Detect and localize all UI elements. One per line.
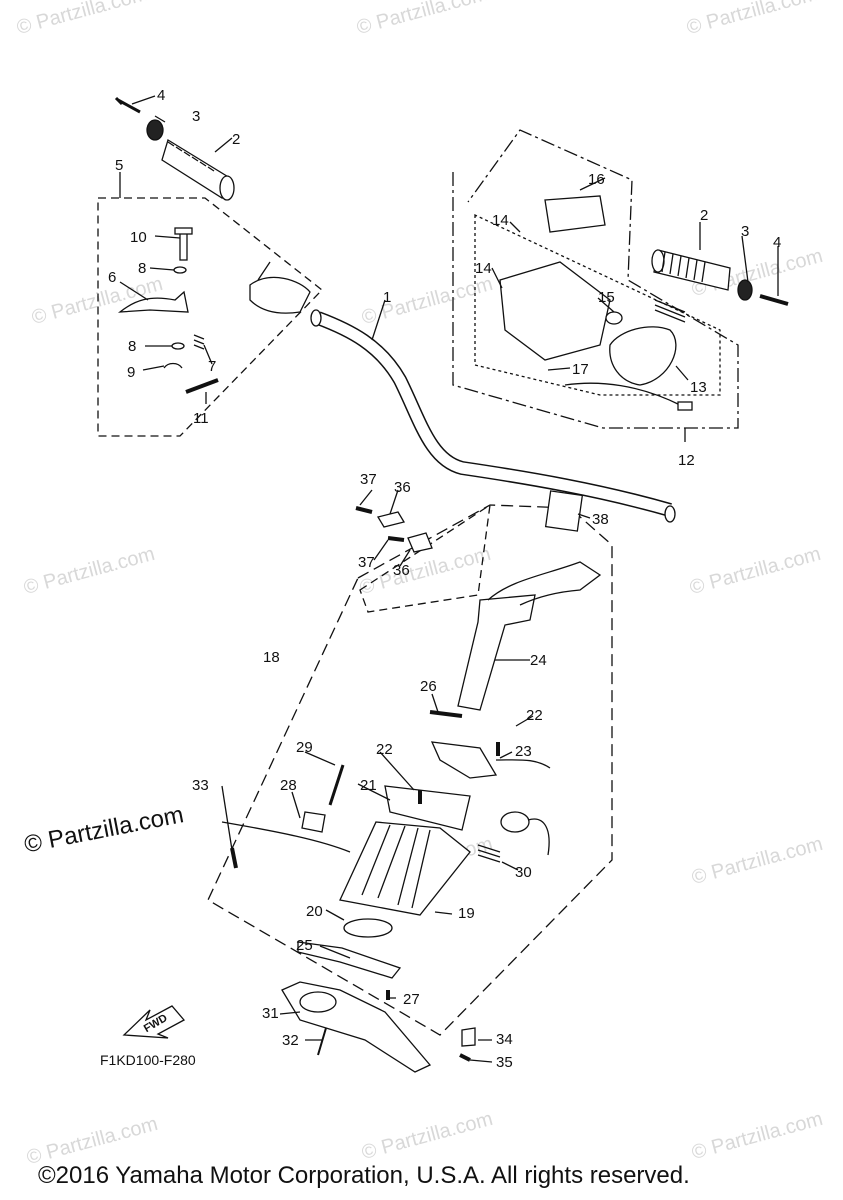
- callout-31: 31: [262, 1005, 279, 1022]
- callout-17: 17: [572, 361, 589, 378]
- callout-2: 2: [232, 131, 240, 148]
- callout-22: 22: [376, 741, 393, 758]
- cover-19: [339, 821, 471, 916]
- callout-7: 7: [208, 358, 216, 375]
- callout-14: 14: [492, 212, 509, 229]
- callout-37: 37: [360, 471, 377, 488]
- callout-38: 38: [592, 511, 609, 528]
- fwd-arrow: [122, 1005, 186, 1039]
- callout-20: 20: [306, 903, 323, 920]
- callout-36: 36: [394, 479, 411, 496]
- bolt-37a: [355, 506, 373, 514]
- callout-30: 30: [515, 864, 532, 881]
- right-end-cap: [737, 279, 753, 301]
- drawing-code: F1KD100-F280: [100, 1052, 196, 1068]
- bolt-26: [429, 710, 463, 718]
- callout-12: 12: [678, 452, 695, 469]
- left-end-cap: [146, 119, 164, 141]
- assembly-36-37-box: [359, 503, 491, 613]
- callout-29: 29: [296, 739, 313, 756]
- callout-3: 3: [741, 223, 749, 240]
- callout-21: 21: [360, 777, 377, 794]
- callout-23: 23: [515, 743, 532, 760]
- callout-14: 14: [475, 260, 492, 277]
- callout-13: 13: [690, 379, 707, 396]
- callout-32: 32: [282, 1032, 299, 1049]
- callout-2: 2: [700, 207, 708, 224]
- washer-8b: [171, 342, 185, 350]
- clamp-36a: [376, 511, 406, 528]
- screw-35: [459, 1053, 471, 1062]
- callout-5: 5: [115, 157, 123, 174]
- callout-1: 1: [383, 289, 391, 306]
- callout-9: 9: [127, 364, 135, 381]
- plate-21: [384, 785, 471, 831]
- plate-25: [297, 941, 402, 979]
- callout-34: 34: [496, 1031, 513, 1048]
- callout-11: 11: [193, 410, 209, 427]
- callout-27: 27: [403, 991, 420, 1008]
- callout-6: 6: [108, 269, 116, 286]
- screw-32: [317, 1027, 327, 1056]
- callout-15: 15: [598, 289, 615, 306]
- steering-column-24: [457, 594, 536, 711]
- spring-7: [193, 334, 205, 350]
- callout-25: 25: [296, 937, 313, 954]
- part-15: [605, 311, 623, 325]
- assembly-5-box: [97, 197, 323, 437]
- callout-28: 28: [280, 777, 297, 794]
- callout-37: 37: [358, 554, 375, 571]
- callout-35: 35: [496, 1054, 513, 1071]
- callout-26: 26: [420, 678, 437, 695]
- callout-3: 3: [192, 108, 200, 125]
- callout-33: 33: [192, 777, 209, 794]
- switch-23: [430, 741, 498, 779]
- bolt-11: [185, 378, 219, 394]
- callout-4: 4: [157, 87, 165, 104]
- assembly-12-inner: [474, 213, 721, 396]
- callout-36: 36: [393, 562, 410, 579]
- plate-31: [281, 981, 432, 1073]
- tie-29: [328, 764, 345, 806]
- clip-9: [163, 362, 183, 369]
- callout-24: 24: [530, 652, 547, 669]
- label-28: [301, 811, 326, 833]
- collar-38: [544, 490, 584, 532]
- throttle-lever-13: [609, 326, 677, 386]
- bolt-37b: [387, 536, 405, 542]
- callout-22: 22: [526, 707, 543, 724]
- right-grip: [651, 249, 731, 291]
- part-30: [500, 811, 530, 833]
- callout-8: 8: [138, 260, 146, 277]
- bolt-33: [230, 847, 238, 869]
- callout-4: 4: [773, 234, 781, 251]
- left-holder: [249, 276, 311, 314]
- switch-body-upper: [544, 195, 606, 233]
- clamp-36b: [407, 532, 433, 553]
- left-end-bolt: [114, 96, 141, 114]
- switch-housing: [499, 261, 611, 361]
- callout-18: 18: [263, 649, 280, 666]
- callout-16: 16: [588, 171, 605, 188]
- spring-30: [477, 844, 501, 863]
- callout-8: 8: [128, 338, 136, 355]
- assembly-12-box: [452, 129, 739, 429]
- assembly-18-box: [207, 504, 613, 1036]
- callout-19: 19: [458, 905, 475, 922]
- lever-6: [117, 290, 189, 313]
- clip-34: [461, 1027, 476, 1047]
- callout-10: 10: [130, 229, 147, 246]
- ring-20: [343, 918, 393, 938]
- right-end-bolt: [759, 294, 789, 306]
- spring-right: [654, 299, 686, 323]
- copyright-notice: ©2016 Yamaha Motor Corporation, U.S.A. A…: [38, 1162, 690, 1189]
- wire-12: [564, 382, 681, 406]
- washer-8a: [173, 266, 187, 274]
- left-grip: [161, 139, 235, 201]
